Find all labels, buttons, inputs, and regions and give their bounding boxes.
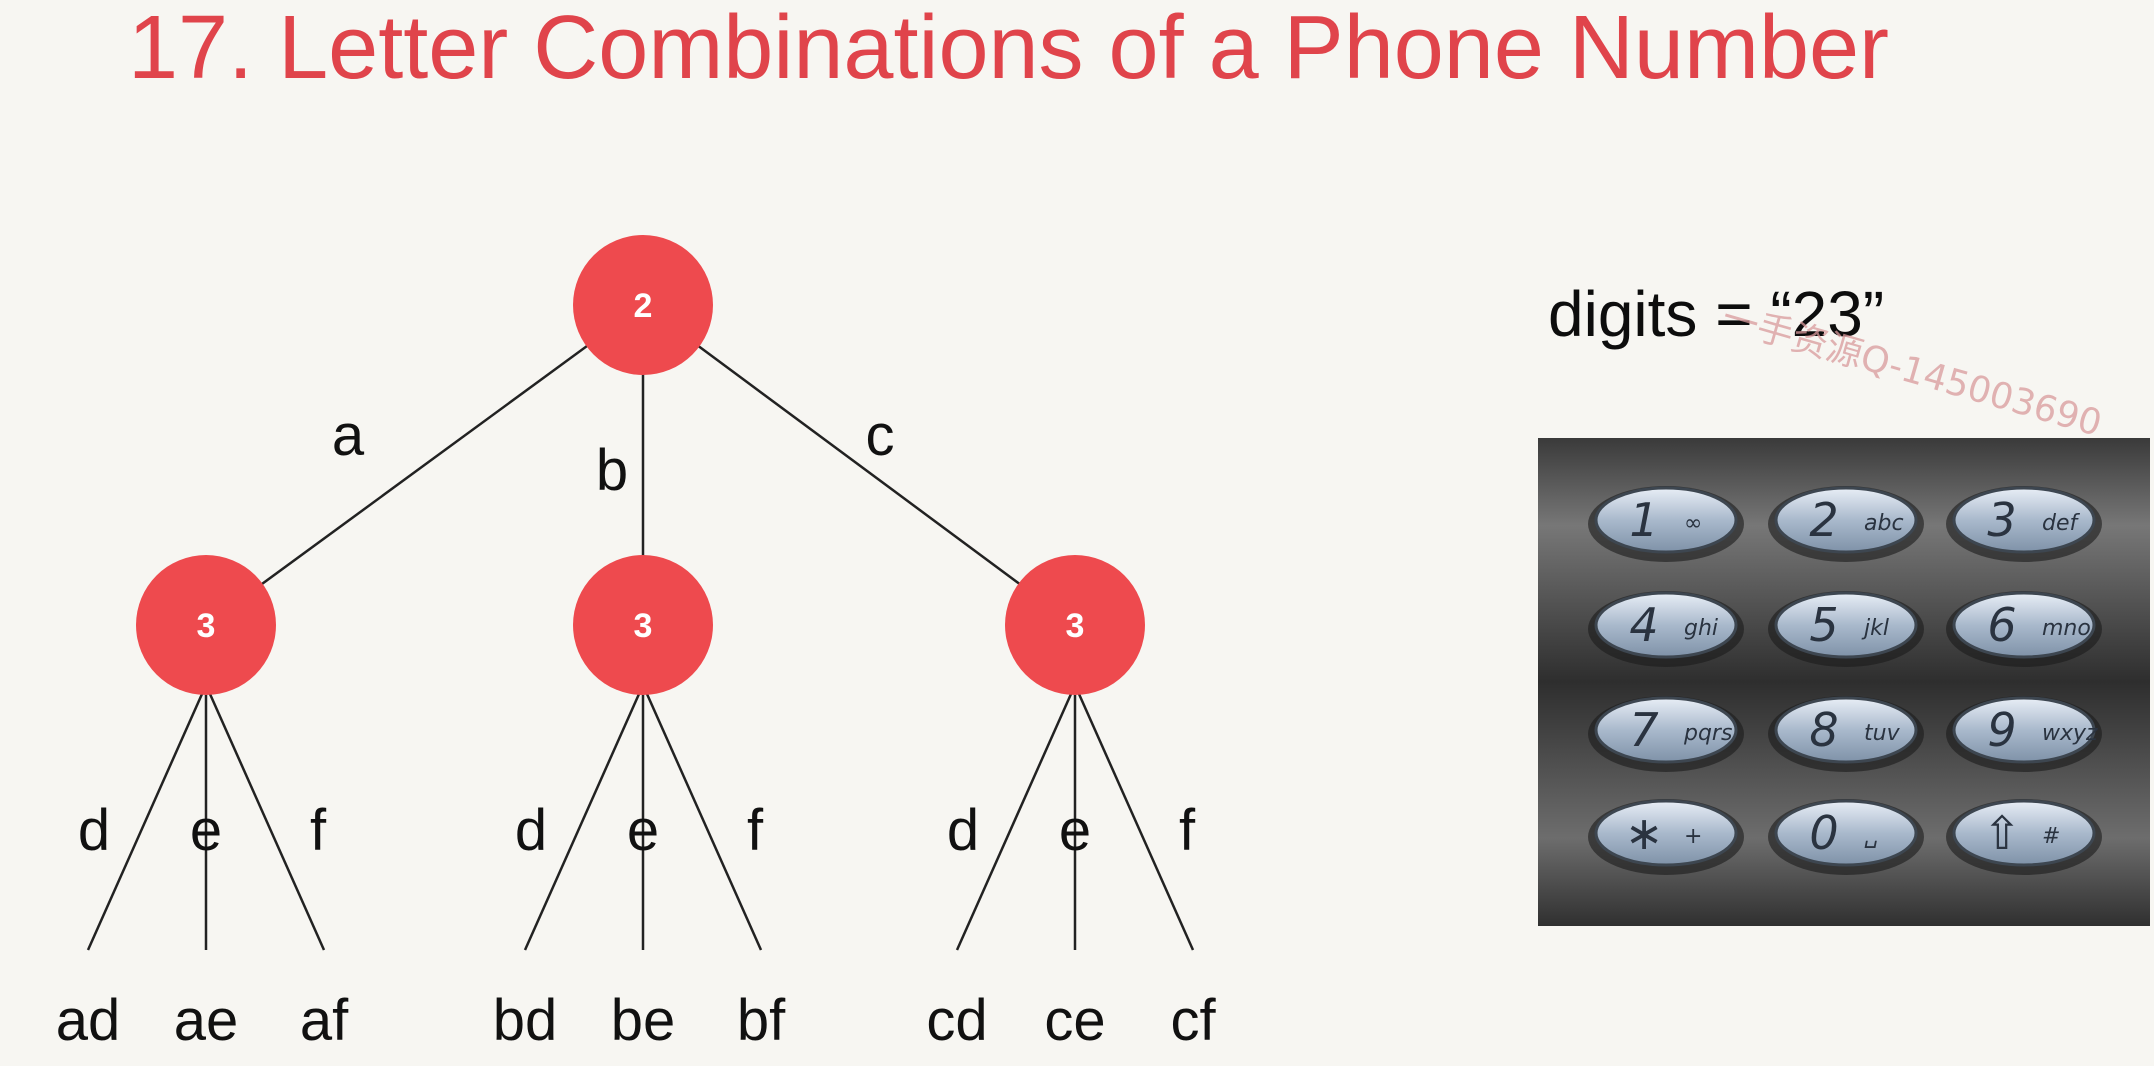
key-face	[1952, 799, 2096, 867]
key-letters: def	[2042, 511, 2081, 536]
key-digit: 0	[1809, 806, 1838, 860]
node-a-circle	[136, 555, 276, 695]
edge-label-ce: e	[1059, 798, 1091, 863]
edge-c-to-cf	[1073, 684, 1195, 951]
key-face	[1774, 696, 1918, 764]
key-digit: 2	[1809, 493, 1838, 547]
tree-nodes: 2 3 3 3	[136, 235, 1145, 695]
page-title: 17. Letter Combinations of a Phone Numbe…	[128, 0, 1889, 98]
edge-a-to-ad	[86, 684, 208, 951]
key-digit: ⇧	[1983, 806, 2022, 860]
node-c-label: 3	[1066, 607, 1085, 645]
leaf-cf: cf	[1170, 988, 1216, 1053]
key-letters: +	[1684, 824, 1702, 849]
edge-label-a: a	[332, 403, 365, 468]
tree-edges	[86, 303, 1195, 951]
node-c: 3	[1005, 555, 1145, 695]
key-digit: 6	[1987, 598, 2016, 652]
key-12: ⇧#	[1946, 799, 2102, 875]
key-face	[1952, 591, 2096, 659]
edge-label-c: c	[866, 403, 895, 468]
key-face	[1952, 696, 2096, 764]
key-digit: 9	[1987, 703, 2016, 757]
key-5: 5 jkl	[1768, 591, 1924, 667]
root-node-circle	[573, 235, 713, 375]
key-7: 7 pqrs	[1588, 696, 1744, 772]
key-1: 1∞	[1588, 486, 1744, 562]
node-b-label: 3	[634, 607, 653, 645]
key-11: 0␣	[1768, 799, 1924, 875]
key-digit: 4	[1629, 598, 1658, 652]
key-digit: ∗	[1625, 806, 1664, 860]
key-letters: tuv	[1864, 721, 1901, 746]
key-letters: abc	[1864, 511, 1904, 536]
edge-b-to-bf	[641, 684, 763, 951]
key-face	[1952, 486, 2096, 554]
key-letters: mno	[2042, 616, 2091, 641]
leaf-bf: bf	[737, 988, 786, 1053]
edge-label-cd: d	[947, 798, 979, 863]
key-digit: 3	[1987, 493, 2016, 547]
key-face	[1594, 486, 1738, 554]
key-10: ∗+	[1588, 799, 1744, 875]
key-face	[1774, 486, 1918, 554]
key-letters: jkl	[1861, 616, 1889, 641]
key-letters: ∞	[1684, 511, 1702, 536]
key-letters: #	[2042, 824, 2060, 849]
leaf-ae: ae	[174, 988, 239, 1053]
key-face	[1774, 799, 1918, 867]
edge-label-ad: d	[78, 798, 110, 863]
edge-root-to-a	[205, 303, 644, 627]
leaf-cd: cd	[926, 988, 987, 1053]
node-c-circle	[1005, 555, 1145, 695]
node-b-circle	[573, 555, 713, 695]
watermark: 一手资源Q-145003690	[1718, 297, 2107, 445]
key-9: 9 wxyz	[1946, 696, 2102, 772]
key-2: 2 abc	[1768, 486, 1924, 562]
key-face	[1774, 591, 1918, 659]
leaf-ce: ce	[1044, 988, 1105, 1053]
key-face	[1594, 696, 1738, 764]
node-a: 3	[136, 555, 276, 695]
edge-label-cf: f	[1179, 798, 1196, 863]
root-node-label: 2	[634, 287, 653, 325]
edge-root-to-c	[642, 303, 1076, 627]
key-letters: ghi	[1684, 616, 1718, 641]
root-node: 2	[573, 235, 713, 375]
node-a-label: 3	[197, 607, 216, 645]
digits-label: digits = “23”	[1548, 278, 1884, 350]
node-b: 3	[573, 555, 713, 695]
key-letters: wxyz	[2042, 721, 2098, 746]
edge-label-be: e	[627, 798, 659, 863]
leaf-be: be	[611, 988, 676, 1053]
key-8: 8 tuv	[1768, 696, 1924, 772]
key-digit: 5	[1809, 598, 1838, 652]
key-digit: 8	[1809, 703, 1838, 757]
edge-label-bf: f	[747, 798, 764, 863]
edge-label-b: b	[596, 438, 628, 503]
key-4: 4 ghi	[1588, 591, 1744, 667]
edge-c-to-cd	[955, 684, 1077, 951]
key-digit: 1	[1629, 493, 1658, 547]
edge-a-to-af	[204, 684, 326, 951]
key-letters: ␣	[1864, 824, 1878, 849]
key-face	[1594, 799, 1738, 867]
leaf-ad: ad	[56, 988, 121, 1053]
edge-label-bd: d	[515, 798, 547, 863]
leaf-bd: bd	[493, 988, 558, 1053]
key-6: 6 mno	[1946, 591, 2102, 667]
edge-label-af: f	[310, 798, 327, 863]
key-3: 3 def	[1946, 486, 2102, 562]
key-face	[1594, 591, 1738, 659]
leaf-af: af	[300, 988, 349, 1053]
edge-b-to-bd	[523, 684, 645, 951]
key-letters: pqrs	[1683, 721, 1732, 746]
key-digit: 7	[1629, 703, 1658, 757]
edge-label-ae: e	[190, 798, 222, 863]
